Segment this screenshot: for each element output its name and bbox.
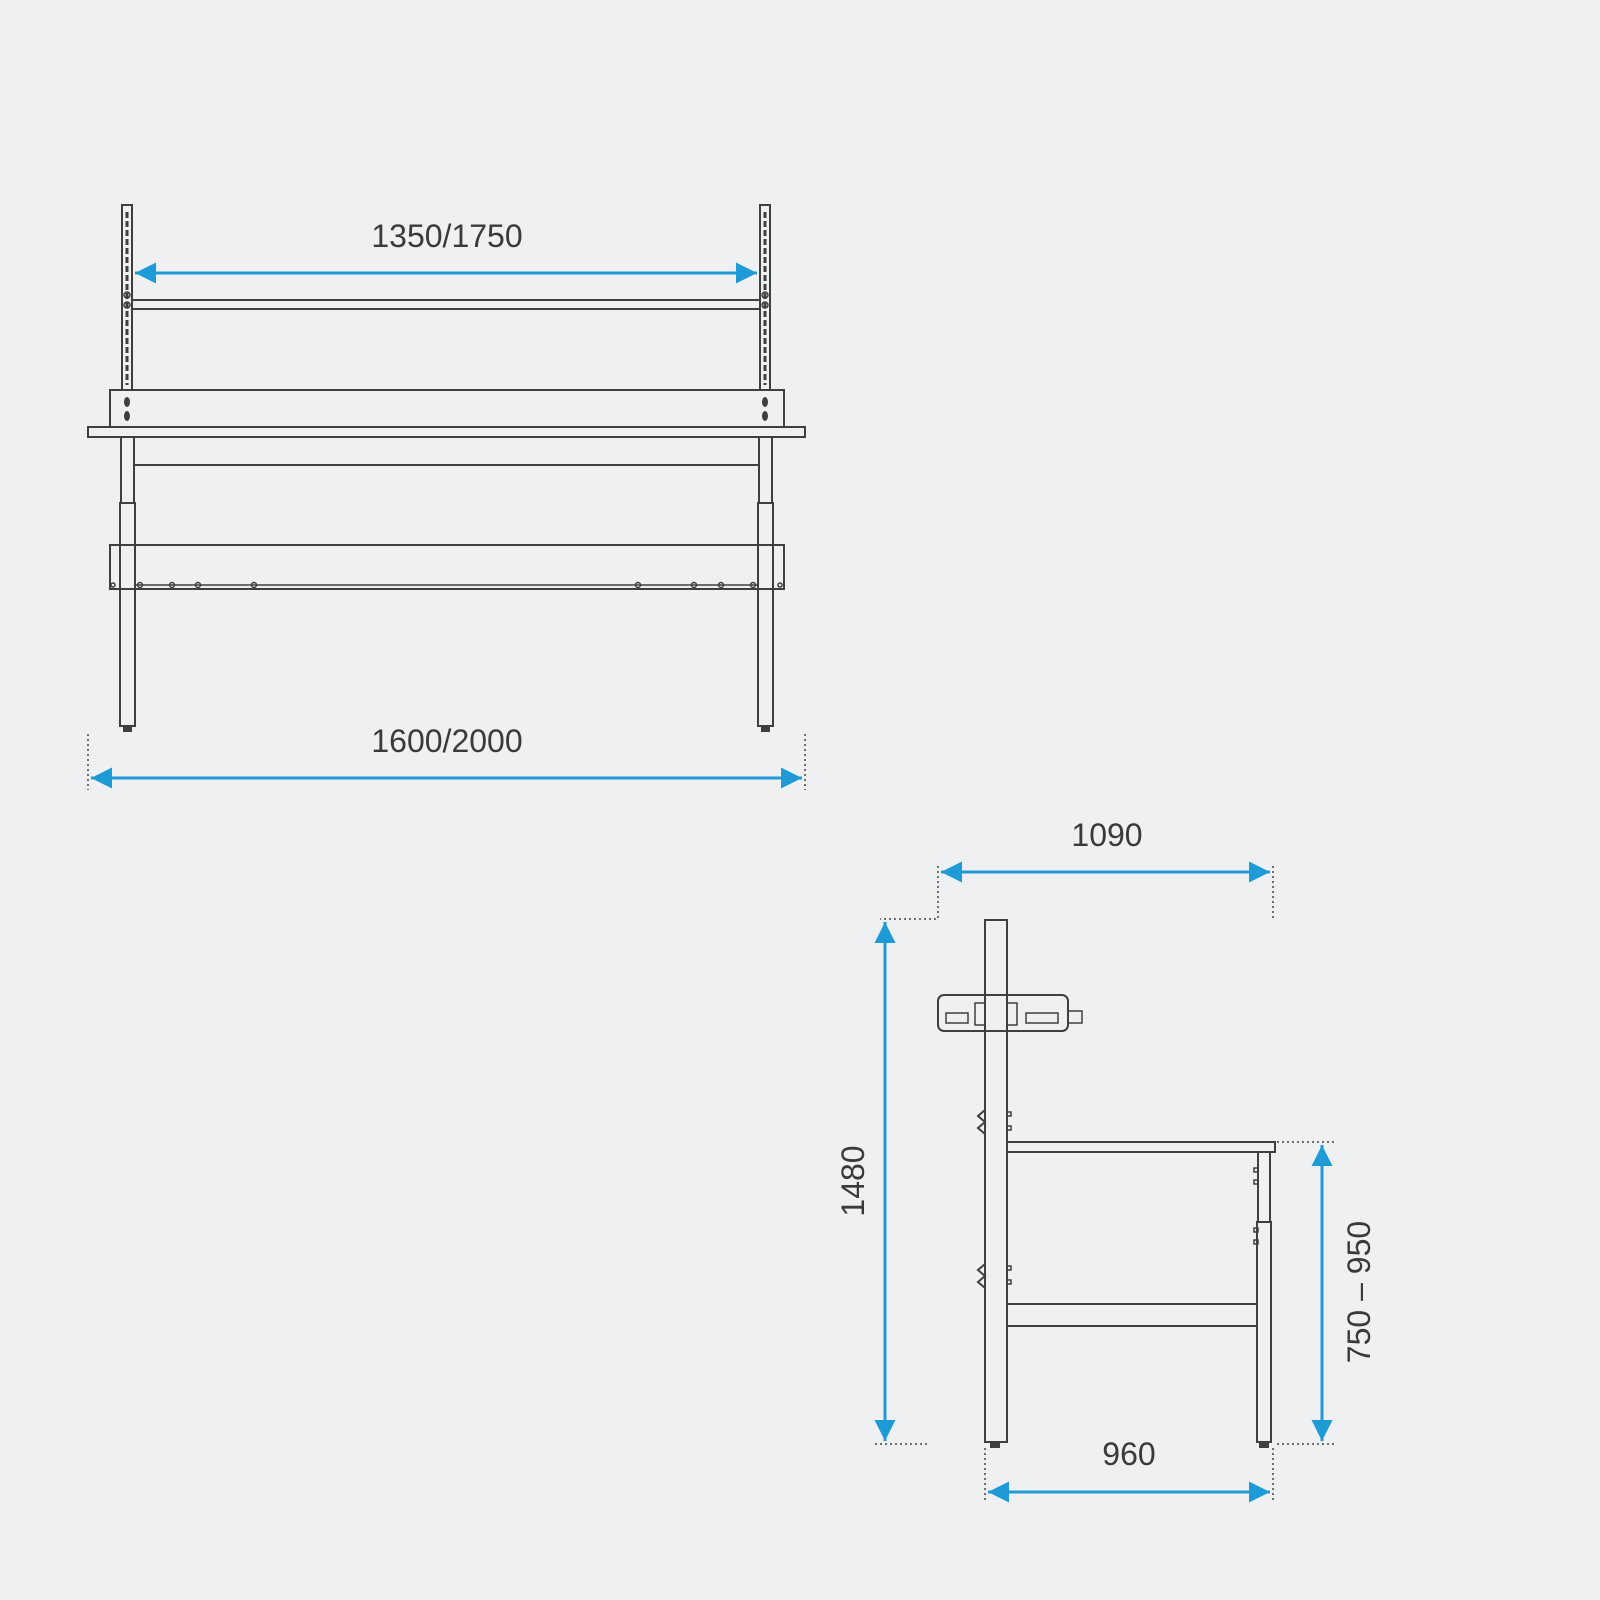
worktop-height-label: 750 – 950 bbox=[1341, 1221, 1377, 1363]
overall-height-label: 1480 bbox=[835, 1145, 871, 1216]
upright-spacing-label: 1350/1750 bbox=[371, 218, 522, 254]
dimension-overall-height: 1480 bbox=[835, 922, 930, 1445]
upper-frame-rail bbox=[120, 436, 773, 504]
side-upright bbox=[984, 919, 1008, 1443]
dimension-worktop-height: 750 – 950 bbox=[1277, 1141, 1377, 1445]
side-worktop bbox=[1006, 1141, 1276, 1153]
front-view: 1350/1750 1600/2000 bbox=[87, 204, 806, 790]
side-front-leg bbox=[1253, 1151, 1272, 1448]
overall-width-label: 1600/2000 bbox=[371, 723, 522, 759]
overall-depth-label: 1090 bbox=[1071, 817, 1142, 853]
shelf-bracket bbox=[937, 994, 1083, 1032]
side-view: 1090 1480 750 – 950 960 bbox=[835, 817, 1377, 1503]
side-crossbar bbox=[1006, 1303, 1258, 1327]
dimension-upright-spacing: 1350/1750 bbox=[135, 218, 757, 284]
dimension-overall-width: 1600/2000 bbox=[87, 723, 806, 790]
lower-crossbar bbox=[109, 544, 785, 590]
worktop bbox=[87, 426, 806, 438]
mount-brackets bbox=[976, 1109, 1012, 1289]
top-shelf-bar bbox=[123, 291, 769, 310]
base-depth-label: 960 bbox=[1102, 1436, 1155, 1472]
dimension-overall-depth: 1090 bbox=[880, 817, 1274, 920]
dimension-base-depth: 960 bbox=[984, 1436, 1274, 1503]
front-legs bbox=[119, 502, 774, 732]
back-panel bbox=[109, 389, 785, 428]
